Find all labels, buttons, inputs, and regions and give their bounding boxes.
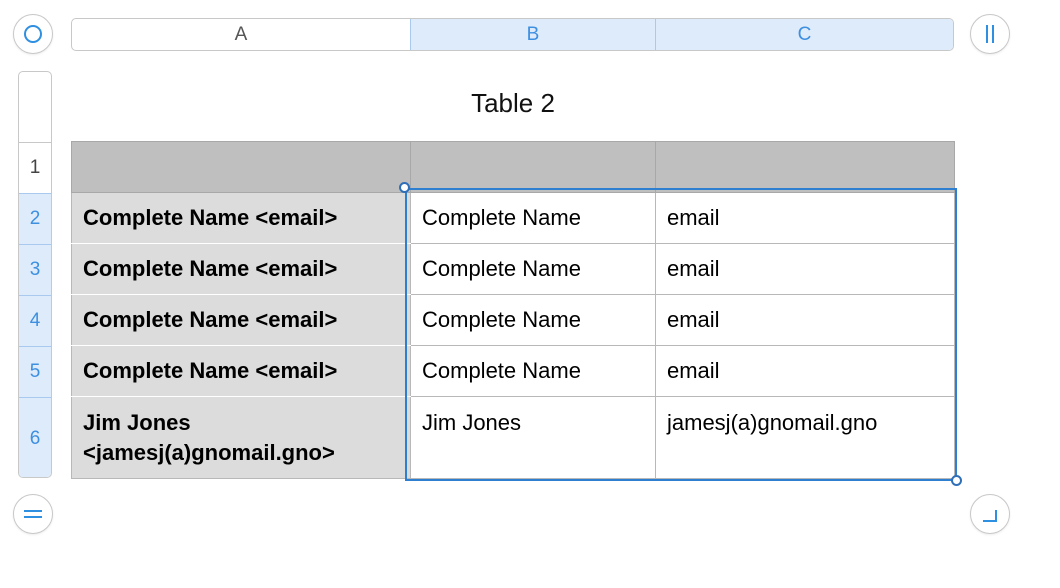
column-header-b[interactable]: B [410,19,655,50]
row-label-cell[interactable]: Complete Name <email> [71,192,411,244]
email-cell[interactable]: jamesj(a)gnomail.gno [655,396,955,479]
name-cell[interactable]: Complete Name [410,345,656,397]
name-cell[interactable]: Jim Jones [410,396,656,479]
table-row: Complete Name <email> Complete Name emai… [71,345,955,397]
column-header-c[interactable]: C [655,19,953,50]
email-cell[interactable]: email [655,345,955,397]
header-row [71,141,955,193]
resize-table-handle[interactable] [970,494,1010,534]
select-table-button[interactable] [13,14,53,54]
row-header-bar: 1 2 3 4 5 6 [18,71,52,478]
row-header-5[interactable]: 5 [19,346,51,397]
email-cell[interactable]: email [655,192,955,244]
table-row: Complete Name <email> Complete Name emai… [71,192,955,244]
row-label-line-2: <jamesj(a)gnomail.gno> [83,440,335,465]
table-row: Complete Name <email> Complete Name emai… [71,243,955,295]
row-label-cell[interactable]: Complete Name <email> [71,294,411,346]
email-cell[interactable]: email [655,294,955,346]
column-header-a[interactable]: A [234,23,248,45]
add-row-handle[interactable] [13,494,53,534]
row-resize-icon [24,510,42,518]
data-table: Complete Name <email> Complete Name emai… [71,141,955,479]
row-header-4[interactable]: 4 [19,295,51,346]
table-row: Jim Jones <jamesj(a)gnomail.gno> Jim Jone… [71,396,955,479]
row-label-line-1: Jim Jones [83,410,191,435]
row-label-cell[interactable]: Jim Jones <jamesj(a)gnomail.gno> [71,396,411,479]
selection-handle-bottom-right[interactable] [951,475,962,486]
name-cell[interactable]: Complete Name [410,294,656,346]
email-cell[interactable]: email [655,243,955,295]
selection-handle-top-left[interactable] [399,182,410,193]
table-row: Complete Name <email> Complete Name emai… [71,294,955,346]
column-header-bar: A B C [71,18,954,51]
circle-select-icon [24,25,42,43]
row-header-1[interactable]: 1 [19,142,51,193]
row-label-cell[interactable]: Complete Name <email> [71,243,411,295]
table-title[interactable]: Table 2 [471,88,555,118]
column-resize-icon [986,25,994,43]
add-column-handle[interactable] [970,14,1010,54]
name-cell[interactable]: Complete Name [410,243,656,295]
header-cell-a1[interactable] [71,141,411,193]
header-cell-b1[interactable] [410,141,656,193]
row-header-3[interactable]: 3 [19,244,51,295]
row-label-cell[interactable]: Complete Name <email> [71,345,411,397]
row-header-2[interactable]: 2 [19,193,51,244]
header-cell-c1[interactable] [655,141,955,193]
name-cell[interactable]: Complete Name [410,192,656,244]
row-header-6[interactable]: 6 [19,397,51,477]
table-corner-icon [983,510,997,522]
